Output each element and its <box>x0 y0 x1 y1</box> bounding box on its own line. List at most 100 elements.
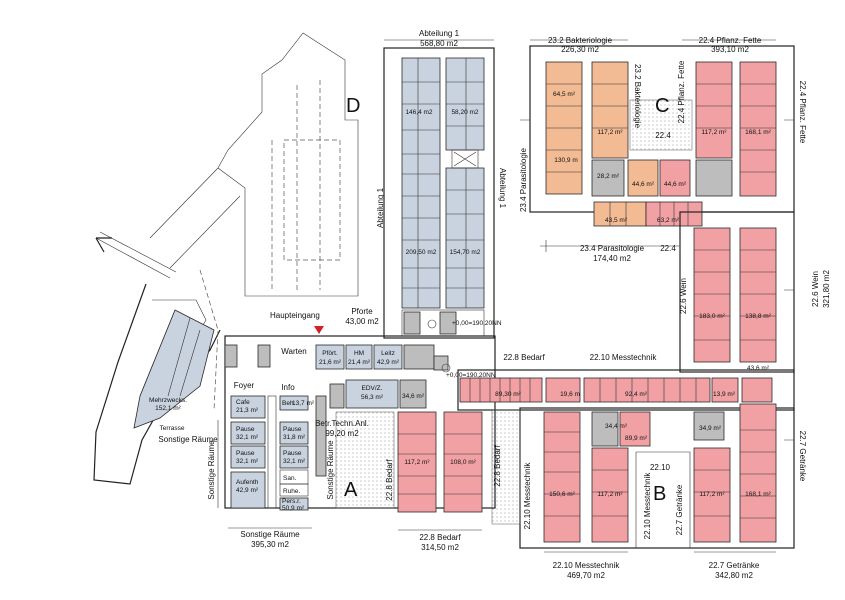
room-leitz-area: 42,9 m² <box>377 359 400 366</box>
room-pers-area: 50,9 m² <box>282 505 305 512</box>
room-b6: 34,4 m² <box>605 423 628 430</box>
label-sonstige-terrasse: Sonstige Räume <box>158 435 218 444</box>
room-c5: 168,1 m² <box>745 129 771 136</box>
room-leitz: Leitz <box>381 350 395 357</box>
label-level-1: +0,00=190,20NN <box>452 320 502 327</box>
room-m1: 89,30 m² <box>495 391 521 398</box>
vertical-labels: Abteilung 1 Abteilung 1 23.2 Bakteriolog… <box>207 60 807 539</box>
room-m2: 19,6 m <box>560 391 580 398</box>
vlabel-sonstige-1: Sonstige Räume <box>207 440 216 500</box>
room-hm: HM <box>354 350 364 357</box>
label-wein-area: 321,80 m2 <box>822 270 831 308</box>
label-bakteriologie-name: 23.2 Bakteriologie <box>548 36 613 45</box>
room-w3: 43,6 m² <box>747 365 770 372</box>
room-c7: 44,6 m² <box>664 181 687 188</box>
room-b7: 34,9 m² <box>699 425 722 432</box>
room-ruhe: Ruhe. <box>283 488 301 495</box>
room-san: San. <box>283 475 297 482</box>
vlabel-bedarf-a: 22.8 Bedarf <box>385 459 394 501</box>
label-info: Info <box>281 383 295 392</box>
label-pflanz-name: 22.4 Pflanz. Fette <box>699 36 762 45</box>
room-beh: Beh. <box>282 400 296 407</box>
room-pfort: Pfört. <box>322 350 338 357</box>
label-pflanz-area: 393,10 m2 <box>711 45 749 54</box>
room-pause-1: Pause <box>236 426 255 433</box>
vlabel-messtechnik: 22.10 Messtechnik <box>523 462 532 530</box>
room-c6: 44,6 m² <box>632 181 655 188</box>
room-b2: 150,6 m² <box>549 491 575 498</box>
label-bedarf-mid: 22.8 Bedarf <box>503 353 545 362</box>
room-a1: 117,2 m² <box>404 459 430 466</box>
room-edv-area: 56,3 m² <box>361 394 384 401</box>
room-b4: 117,2 m² <box>699 491 725 498</box>
label-parasitologie-area: 174,40 m2 <box>593 254 631 263</box>
room-aufenth: Aufenth <box>236 479 259 486</box>
label-betr-name: Betr.Techn.Anl. <box>315 419 369 428</box>
room-w2: 138,8 m² <box>745 313 771 320</box>
label-haupteingang: Haupteingang <box>270 311 320 320</box>
wing-labels: Abteilung 1 568,80 m2 23.2 Bakteriologie… <box>158 29 831 580</box>
room-a2: 108,0 m² <box>450 459 476 466</box>
room-c2: 117,2 m² <box>597 129 623 136</box>
vlabel-getraenke: 22.7 Getränke <box>675 484 684 535</box>
label-getraenke-bottom-name: 22.7 Getränke <box>709 561 760 570</box>
room-pause-2: Pause <box>283 426 302 433</box>
label-bedarf-bottom-name: 22.8 Bedarf <box>419 533 461 542</box>
entrance-arrow <box>95 231 177 279</box>
room-d2: 58,20 m2 <box>451 109 478 116</box>
room-c9: 63,2 m² <box>657 217 680 224</box>
label-messtechnik-bottom-name: 22.10 Messtechnik <box>553 561 621 570</box>
label-terrasse: Terrasse <box>160 425 185 432</box>
room-d3: 209,50 m2 <box>406 249 437 256</box>
parking-area-d <box>149 32 359 297</box>
room-c1: 64,5 m² <box>553 91 576 98</box>
building-letter-b: B <box>653 483 666 505</box>
room-mehrzweck: Mehrzwecks. <box>149 397 187 404</box>
room-mehrzweck-area: 152,1 m² <box>155 405 181 412</box>
wing-wein <box>679 211 795 373</box>
room-cafe: Cafe <box>236 399 250 406</box>
building-letter-c: C <box>655 95 669 117</box>
vlabel-getraenke-right: 22.7 Getränke <box>798 431 807 482</box>
mehrzweck-wing <box>133 309 215 429</box>
label-sonstige-bottom-name: Sonstige Räume <box>240 530 300 539</box>
building-letter-d: D <box>346 95 360 117</box>
label-abteilung-name: Abteilung 1 <box>419 29 460 38</box>
vlabel-pflanz: 22.4 Pflanz. Fette <box>677 60 686 123</box>
room-c4: 117,2 m² <box>701 129 727 136</box>
room-b1: 89,9 m² <box>625 435 648 442</box>
room-aufenth-area: 42,9 m² <box>236 487 259 494</box>
vlabel-bedarf-b: 22.8 Bedarf <box>493 445 502 487</box>
room-w1: 183,0 m² <box>699 313 725 320</box>
vlabel-messtechnik-2: 22.10 Messtechnik <box>643 472 652 540</box>
vlabel-wein: 22.6 Wein <box>679 278 688 314</box>
label-bakteriologie-area: 226,30 m2 <box>561 45 599 54</box>
wing-d <box>383 47 495 339</box>
wing-c <box>529 45 795 227</box>
room-pause-3: Pause <box>236 450 255 457</box>
room-edv: EDV/Z. <box>362 385 383 392</box>
room-b5: 168,1 m² <box>745 491 771 498</box>
room-d1: 146,4 m2 <box>405 109 432 116</box>
label-foyer: Foyer <box>234 381 255 390</box>
room-34: 34,6 m² <box>402 393 425 400</box>
vlabel-bakteriologie: 23.2 Bakteriologie <box>633 64 642 129</box>
label-2210: 22.10 <box>650 463 671 472</box>
vlabel-parasitologie: 23.4 Parasitologie <box>519 147 528 212</box>
label-betr-area: 99,20 m2 <box>325 429 359 438</box>
label-wein-name: 22.6 Wein <box>811 271 820 307</box>
label-224a: 22.4 <box>655 131 671 140</box>
label-parasitologie-name: 23.4 Parasitologie <box>580 244 645 253</box>
room-m4: 13,9 m² <box>713 391 736 398</box>
dimension-lines <box>217 39 794 553</box>
label-getraenke-bottom-area: 342,80 m2 <box>715 571 753 580</box>
messtechnik-band <box>457 369 795 411</box>
room-pfort-area: 21,6 m² <box>319 359 342 366</box>
wing-a <box>224 335 496 513</box>
label-messtechnik-bottom-area: 469,70 m2 <box>567 571 605 580</box>
label-messtechnik-mid: 22.10 Messtechnik <box>590 353 658 362</box>
room-labels: 146,4 m2 58,20 m2 209,50 m2 154,70 m2 64… <box>149 91 772 512</box>
vlabel-sonstige-2: Sonstige Räume <box>326 440 335 500</box>
label-pforte-name: Pforte <box>351 307 373 316</box>
